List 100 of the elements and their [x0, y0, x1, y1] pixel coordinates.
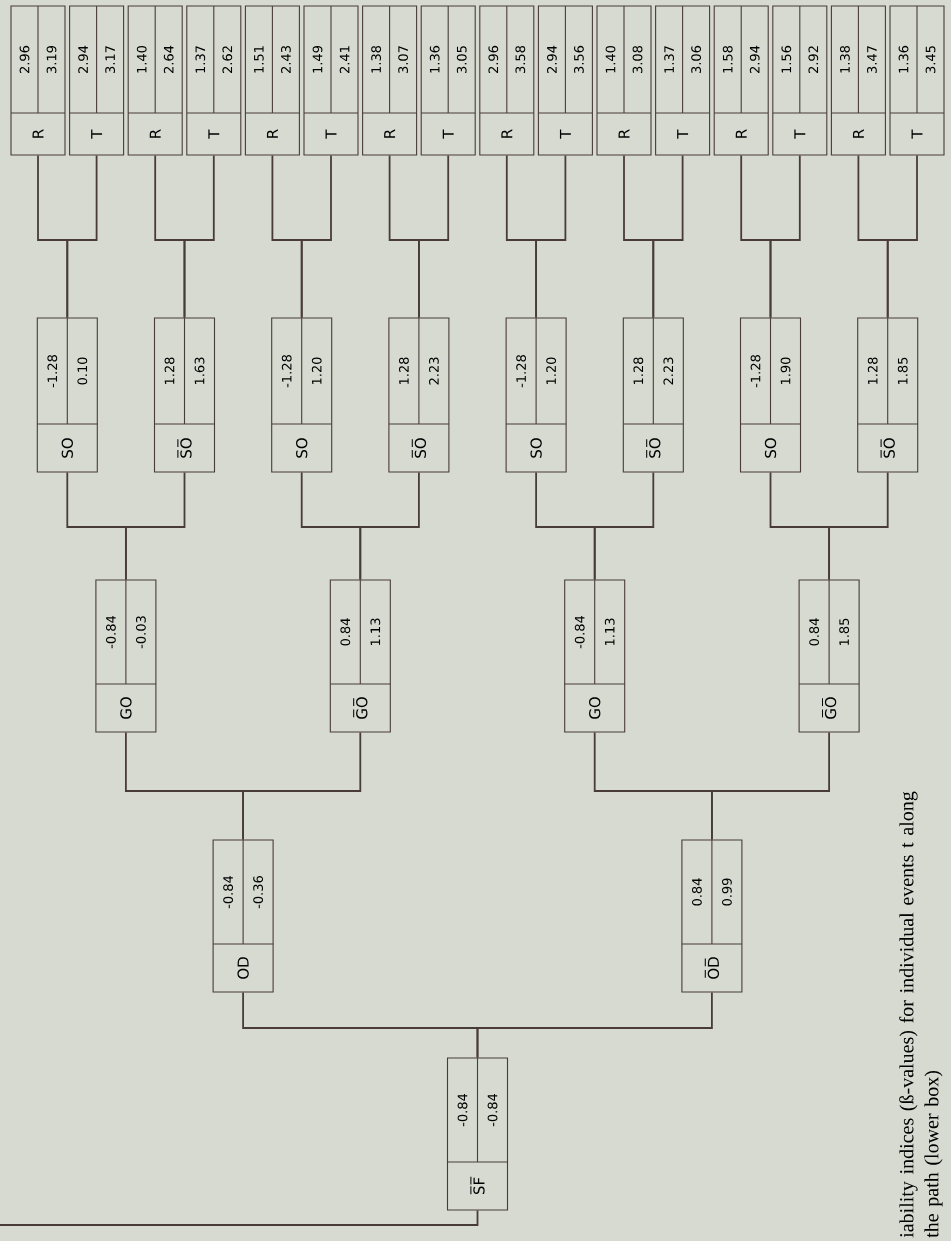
beta-value: 2.23 [663, 357, 674, 385]
beta-value: 1.28 [633, 357, 644, 385]
beta-value: 2.92 [808, 46, 819, 73]
event-label: T [325, 129, 337, 139]
event-label: GO [120, 697, 132, 719]
connector-line [711, 731, 830, 841]
event-label: S̅O̅ [880, 438, 895, 458]
event-label: T [911, 129, 923, 139]
connector-line [0, 1209, 479, 1226]
event-label: T [442, 129, 454, 139]
connector-line [535, 154, 567, 319]
event-label: O̅D̅ [704, 957, 720, 979]
beta-value: 2.94 [749, 45, 760, 73]
connector-line [476, 991, 713, 1059]
beta-value: -0.84 [487, 1093, 498, 1127]
beta-value: 1.38 [371, 45, 381, 73]
event-label: T [91, 129, 103, 139]
beta-value: 3.08 [632, 45, 643, 73]
connector-line [886, 154, 918, 319]
beta-value: 1.85 [839, 618, 850, 646]
connector-line [418, 154, 450, 319]
event-label: G̅O̅ [822, 697, 837, 719]
beta-value: 2.94 [547, 45, 557, 73]
connector-line [769, 154, 801, 319]
beta-value: 1.36 [429, 45, 440, 73]
beta-value: 3.19 [46, 45, 57, 73]
beta-value: 1.63 [194, 357, 205, 385]
beta-value: 1.28 [164, 357, 175, 385]
beta-value: 1.28 [399, 357, 409, 385]
beta-value: -0.84 [574, 615, 585, 649]
beta-value: 1.58 [722, 45, 733, 73]
beta-value: 0.99 [722, 878, 732, 906]
event-label: SO [61, 438, 73, 458]
event-label: T [208, 129, 220, 139]
beta-value: 1.49 [312, 45, 323, 73]
beta-value: 2.96 [19, 45, 30, 73]
beta-value: -0.36 [253, 876, 263, 909]
beta-value: 1.85 [897, 357, 908, 385]
beta-value: 1.13 [604, 618, 615, 646]
beta-value: -0.84 [223, 875, 233, 909]
beta-value: 1.40 [605, 45, 616, 73]
beta-value: 3.45 [925, 46, 936, 73]
beta-value: 3.47 [867, 46, 877, 73]
connector-line [242, 731, 362, 841]
event-label: S̅O̅ [646, 438, 661, 458]
beta-value: 1.20 [546, 357, 557, 385]
event-label: SO [764, 438, 777, 458]
event-label: T [559, 129, 571, 139]
beta-value: 2.94 [78, 45, 88, 73]
caption: iability indices (ß-values) for individual events t along the path (lower box) [899, 791, 943, 1238]
beta-value: 2.23 [429, 357, 439, 385]
event-label: GO [589, 697, 601, 719]
connector-line [828, 471, 889, 581]
beta-value: 3.58 [515, 45, 526, 73]
beta-value: -0.03 [136, 616, 146, 649]
beta-value: 1.56 [781, 45, 792, 73]
beta-value: -1.28 [281, 355, 292, 388]
beta-value: 1.20 [311, 357, 322, 385]
event-label: R [266, 129, 278, 138]
event-label: S̅O̅ [411, 438, 427, 458]
connector-line [300, 154, 332, 319]
beta-value: 1.51 [254, 46, 264, 73]
event-label: S̅O̅ [177, 438, 192, 458]
event-label: S̅F̅ [470, 1176, 485, 1195]
beta-value: 3.56 [574, 45, 584, 73]
event-label: R [384, 129, 396, 138]
beta-value: 2.41 [339, 46, 350, 73]
beta-value: 1.40 [136, 45, 147, 73]
beta-value: 1.37 [195, 46, 206, 73]
beta-value: 2.43 [281, 46, 291, 73]
connector-line [593, 471, 655, 581]
beta-value: 2.62 [222, 46, 233, 73]
beta-value: 1.90 [780, 357, 791, 385]
beta-value: 0.84 [340, 618, 351, 646]
beta-value: 3.06 [691, 45, 702, 73]
event-label: T [677, 129, 689, 139]
connector-line [66, 154, 98, 319]
event-label: R [501, 129, 513, 138]
connector-line [125, 471, 186, 581]
beta-value: 0.84 [809, 618, 820, 646]
connector-line [359, 471, 420, 581]
event-label: R [852, 129, 864, 138]
beta-value: 3.05 [456, 46, 467, 73]
event-label: R [735, 129, 747, 138]
beta-value: 1.38 [840, 45, 850, 73]
event-label: G̅O̅ [353, 697, 368, 719]
beta-value: 1.13 [370, 618, 381, 646]
beta-value: 2.96 [488, 45, 499, 73]
beta-value: 3.07 [398, 46, 408, 73]
event-label: SO [530, 438, 542, 458]
event-label: R [149, 129, 161, 138]
beta-value: 1.28 [867, 357, 878, 385]
beta-value: -0.84 [457, 1093, 468, 1127]
beta-value: 1.37 [664, 46, 675, 73]
beta-value: 0.84 [692, 878, 702, 906]
event-label: OD [237, 957, 249, 979]
beta-value: -0.84 [106, 615, 116, 649]
event-label: R [618, 129, 630, 138]
beta-value: 2.64 [163, 45, 174, 73]
event-label: T [794, 129, 806, 139]
